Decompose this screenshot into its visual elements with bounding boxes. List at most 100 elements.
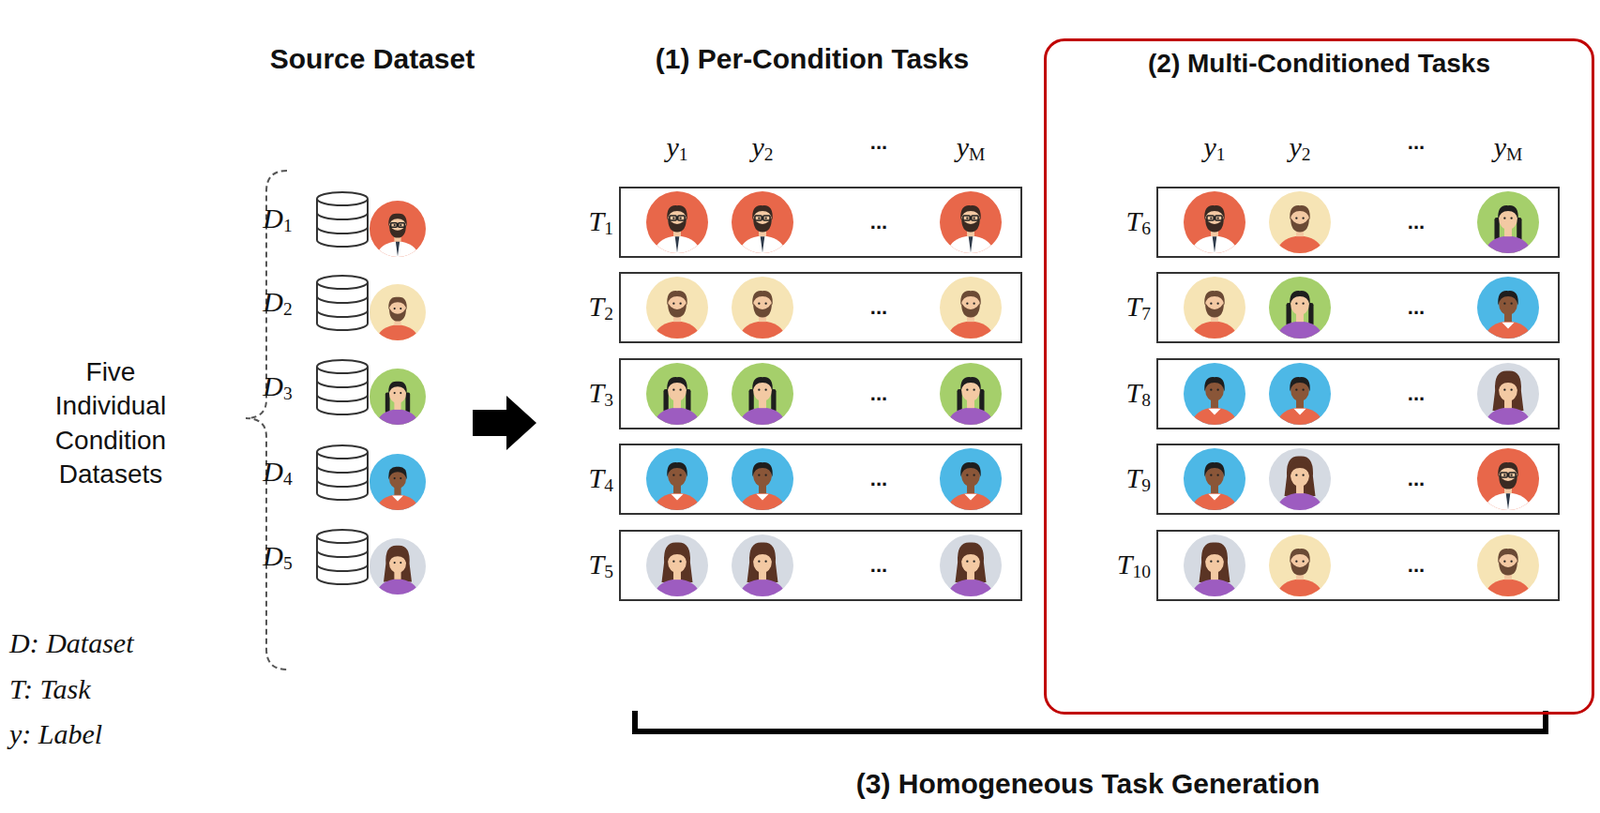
subscript: 9 [1141,475,1151,496]
group-label: Five Individual Condition Datasets [30,355,191,493]
ellipsis: ... [1407,553,1425,578]
person-avatar [369,453,426,524]
task-label: T3 [588,377,614,412]
person-avatar [1477,448,1540,525]
symbol: T [588,377,605,408]
task-label: T2 [588,290,614,326]
database-icon [316,192,368,247]
person-avatar [1268,362,1331,439]
ellipsis: ... [1407,130,1425,155]
ellipsis: ... [1407,467,1425,492]
database-icon [316,360,368,415]
person-avatar [939,191,1002,268]
task-box: T2... [618,271,1023,344]
subscript: M [1506,144,1523,165]
avatar-ground [1477,448,1540,511]
subscript: 7 [1141,303,1151,324]
label-header: yM [1494,131,1524,167]
symbol: y [1494,131,1507,163]
person-avatar [939,362,1002,439]
subscript: 3 [603,390,614,410]
task-label: T9 [1126,462,1151,498]
ellipsis: ... [1407,381,1425,407]
symbol: T [1126,377,1143,408]
subscript: 1 [1216,144,1226,165]
person-avatar [369,284,426,354]
subscript: 2 [764,144,774,165]
symbol: T [1126,205,1143,237]
symbol: y [751,131,764,163]
dataset-label: D4 [262,455,292,491]
person-avatar [646,276,709,353]
ellipsis: ... [870,467,888,492]
ellipsis: ... [870,381,888,407]
person-avatar [1183,191,1246,268]
subscript: 4 [603,475,614,496]
task-box: T8... [1156,358,1560,430]
symbol: y [956,131,969,163]
task-box: T7... [1156,271,1560,344]
symbol: T [588,462,605,494]
database-icon [316,275,368,331]
symbol: D [262,202,284,234]
person-avatar [1268,448,1331,525]
symbol: D [262,286,284,317]
person-avatar [1268,276,1331,353]
label-header: y2 [751,131,773,167]
subscript: 10 [1132,561,1152,582]
section-title: (1) Per-Condition Tasks [655,43,969,76]
task-box: T3... [618,358,1023,430]
person-avatar [731,534,794,611]
avatar-ground [646,191,709,254]
person-avatar [1183,276,1246,353]
task-label: T4 [588,462,614,498]
person-avatar [1477,276,1540,353]
person-avatar [1477,362,1540,439]
section-title: Source Dataset [270,43,475,76]
ellipsis: ... [870,130,888,155]
task-label: T1 [588,205,614,241]
subscript: 1 [283,215,293,236]
person-avatar [1183,448,1246,525]
subscript: 2 [603,303,614,324]
person-avatar [731,191,794,268]
symbol: T [1126,462,1143,494]
dataset-label: D5 [262,540,292,575]
database-icon [316,445,368,500]
person-avatar [731,362,794,439]
person-avatar [369,538,426,608]
symbol: T [588,290,605,322]
notation-note: T: Task [9,673,91,706]
person-avatar [1268,534,1331,611]
person-avatar [1268,191,1331,268]
notation-note: y: Label [9,718,103,751]
person-avatar [646,191,709,268]
label-header: y1 [1203,131,1225,167]
symbol: y [1288,131,1301,163]
task-box: T10... [1156,529,1560,602]
symbol: y [1203,131,1216,163]
label-header: y1 [665,131,688,167]
task-label: T6 [1126,205,1151,241]
subscript: 1 [603,218,614,239]
symbol: D [262,370,284,402]
subscript: 2 [1301,144,1312,165]
task-label: T5 [588,548,614,584]
notation-note: D: Dataset [9,627,134,660]
subscript: M [968,144,985,165]
subscript: 6 [1141,218,1151,239]
symbol: T [1116,548,1133,580]
person-avatar [731,276,794,353]
symbol: T [588,548,605,580]
avatar-ground [731,191,794,254]
person-avatar [939,448,1002,525]
person-avatar [369,200,426,271]
person-avatar [1183,362,1246,439]
label-header: y2 [1288,131,1311,167]
person-avatar [1477,534,1540,611]
dataset-label: D2 [262,286,292,321]
task-label: T8 [1126,377,1151,412]
symbol: D [262,455,284,487]
ellipsis: ... [1407,295,1425,320]
